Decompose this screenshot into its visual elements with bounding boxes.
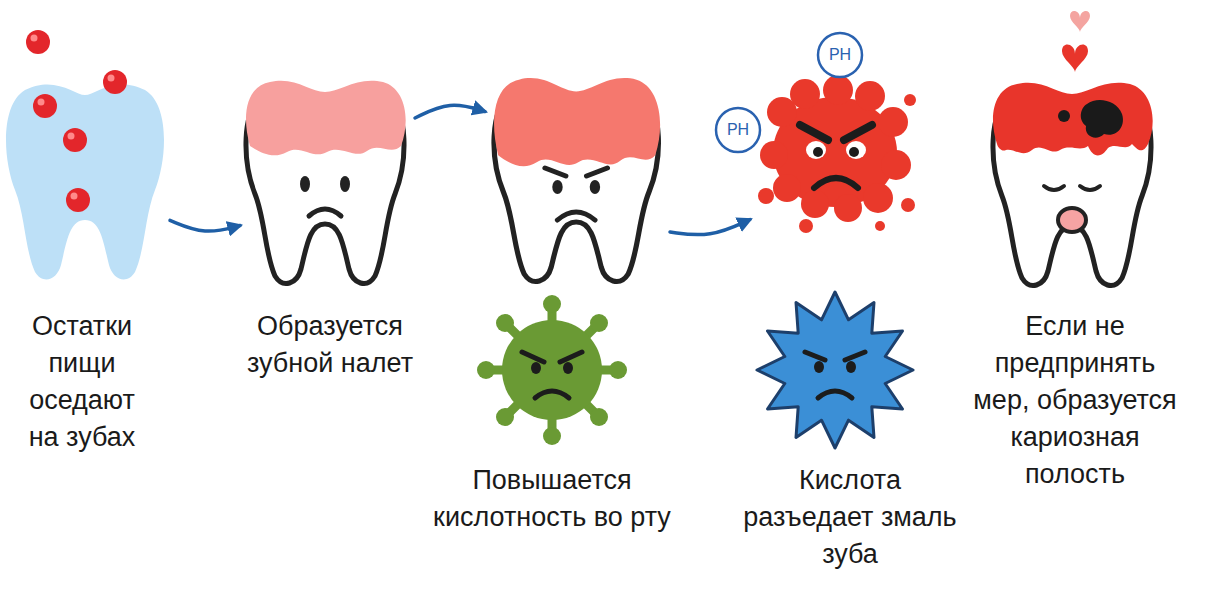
stage-node: Кислота разъедает змаль зуба (755, 80, 920, 230)
flow-arrow (415, 105, 485, 118)
red-bacterium (758, 75, 916, 233)
blue-star-bacterium (757, 292, 913, 448)
tooth-cavity (993, 83, 1153, 286)
food-particles (26, 30, 127, 212)
flow-arrow (170, 220, 240, 231)
stage-node: Если не предпринять мер, образуется кари… (990, 80, 1160, 290)
tooth-food (6, 84, 164, 279)
stage-caption: Повышается кислотность во рту (417, 462, 687, 536)
flow-arrow (670, 220, 750, 235)
hearts (1062, 11, 1090, 72)
stage-node: Остатки пищи оседают на зубах (10, 80, 165, 275)
tooth-acid (494, 78, 660, 281)
tooth-plaque (246, 81, 406, 284)
stage-node: Образуется зубной налет (245, 75, 410, 290)
stage-caption: Если не предпринять мер, образуется кари… (968, 308, 1183, 493)
red-bacterium-face (800, 125, 872, 188)
stage-caption: Кислота разъедает змаль зуба (735, 462, 965, 573)
stage-caption: Образуется зубной налет (235, 308, 425, 382)
stage-caption: Остатки пищи оседают на зубах (17, 308, 147, 456)
ph-label: PH (818, 33, 862, 77)
ph-badge (716, 33, 862, 152)
particle-highlights (31, 35, 115, 200)
stage-node: Повышается кислотность во рту (490, 75, 665, 290)
green-bacterium (477, 295, 627, 445)
ph-label: PH (716, 108, 760, 152)
